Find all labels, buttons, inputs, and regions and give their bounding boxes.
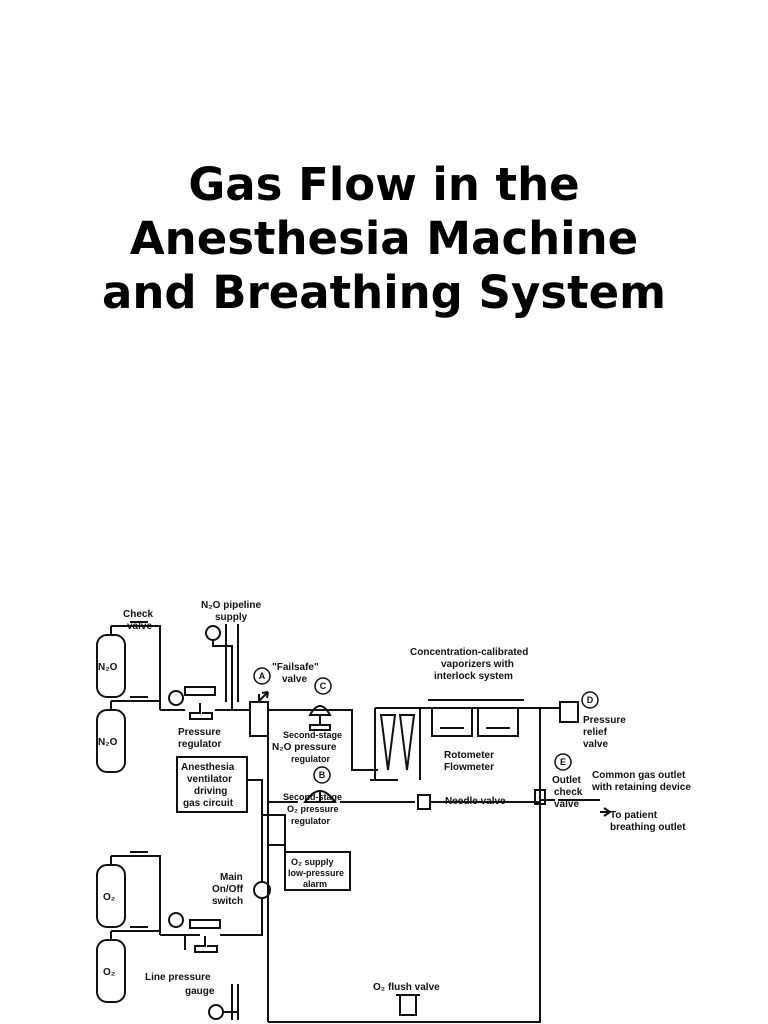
o2-alarm-label-1: O₂ supply	[291, 857, 334, 867]
outlet-check-label-2: check	[554, 787, 583, 798]
vaporizers-label-3: interlock system	[434, 671, 513, 682]
main-switch-label-2: On/Off	[212, 884, 244, 895]
marker-d	[581, 691, 599, 709]
second-stage-n2o-label-2: N₂O pressure	[272, 742, 337, 753]
pressure-regulator-label-2: regulator	[178, 739, 221, 750]
marker-c-label: C	[320, 681, 327, 691]
cylinder-n2o-label-1: N₂O	[98, 662, 118, 673]
gas-flow-diagram: A B C D E N₂O N₂O O₂ O₂ Check valve N₂O …	[96, 600, 691, 1023]
ventilator-label-4: gas circuit	[183, 798, 234, 809]
pressure-relief-label-1: Pressure	[583, 715, 626, 726]
marker-e-label: E	[560, 757, 566, 767]
second-stage-n2o-label-1: Second-stage	[283, 730, 342, 740]
failsafe-label-1: "Failsafe"	[272, 662, 319, 673]
slide-title: Gas Flow in the Anesthesia Machine and B…	[0, 158, 768, 320]
o2-alarm-label-3: alarm	[303, 879, 327, 889]
marker-d-label: D	[587, 695, 594, 705]
rotometer-label-1: Rotometer	[444, 750, 494, 761]
second-stage-o2-label-1: Second-stage	[283, 792, 342, 802]
main-switch-label-3: switch	[212, 896, 243, 907]
n2o-pipeline-label-1: N₂O pipeline	[201, 600, 261, 611]
main-switch-label-1: Main	[220, 872, 243, 883]
ventilator-label-3: driving	[194, 786, 227, 797]
line-pressure-label-2: gauge	[185, 986, 215, 997]
vaporizers-label-2: vaporizers with	[441, 659, 514, 670]
second-stage-o2-label-2: O₂ pressure	[287, 804, 339, 814]
second-stage-o2-label-3: regulator	[291, 816, 331, 826]
check-valve-label-1: Check	[123, 609, 153, 620]
common-gas-outlet-label-2: with retaining device	[591, 782, 691, 793]
o2-flush-label: O₂ flush valve	[373, 982, 440, 993]
marker-a-label: A	[259, 671, 266, 681]
ventilator-label-1: Anesthesia	[181, 762, 235, 773]
to-patient-label-2: breathing outlet	[610, 822, 686, 833]
to-patient-label-1: To patient	[610, 810, 658, 821]
line-pressure-label-1: Line pressure	[145, 972, 211, 983]
title-line-2: Anesthesia Machine	[129, 212, 639, 265]
piping	[96, 621, 612, 1023]
ventilator-label-2: ventilator	[187, 774, 232, 785]
o2-alarm-label-2: low-pressure	[288, 868, 344, 878]
marker-c	[314, 677, 332, 695]
common-gas-outlet-label-1: Common gas outlet	[592, 770, 686, 781]
check-valve-label-2: valve	[127, 621, 152, 632]
marker-a	[253, 667, 271, 685]
outlet-check-label-3: valve	[554, 799, 579, 810]
failsafe-label-2: valve	[282, 674, 307, 685]
marker-b	[313, 766, 331, 784]
pressure-relief-label-3: valve	[583, 739, 608, 750]
title-line-3: and Breathing System	[102, 266, 666, 319]
second-stage-n2o-label-3: regulator	[291, 754, 331, 764]
cylinder-o2-label-1: O₂	[103, 892, 115, 903]
marker-e	[554, 753, 572, 771]
title-line-1: Gas Flow in the	[188, 158, 580, 211]
n2o-pipeline-label-2: supply	[215, 612, 248, 623]
rotometer-label-2: Flowmeter	[444, 762, 494, 773]
pressure-regulator-label-1: Pressure	[178, 727, 221, 738]
needle-valve-label: Needle valve	[445, 796, 506, 807]
cylinder-n2o-label-2: N₂O	[98, 737, 118, 748]
marker-b-label: B	[319, 770, 326, 780]
ventilator-box	[176, 756, 248, 813]
alarm-box	[284, 851, 351, 891]
cylinder-o2-label-2: O₂	[103, 967, 115, 978]
pressure-relief-label-2: relief	[583, 727, 608, 738]
outlet-check-label-1: Outlet	[552, 775, 582, 786]
vaporizers-label-1: Concentration-calibrated	[410, 647, 528, 658]
